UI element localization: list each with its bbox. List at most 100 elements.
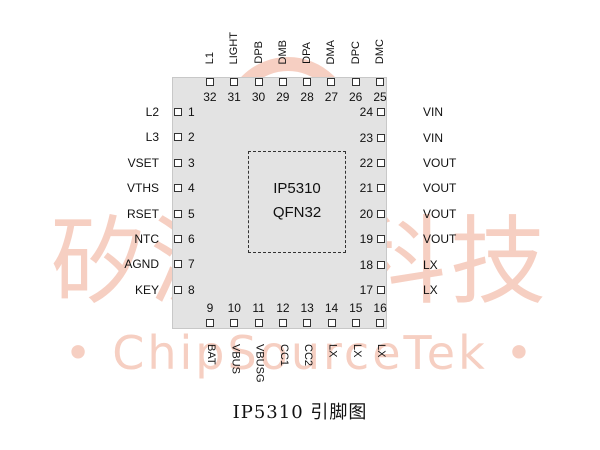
pin-number-22: 22	[359, 156, 373, 170]
pin-pad-14	[327, 319, 336, 327]
pin-pad-23	[377, 133, 385, 142]
pin-label-3: VSET	[127, 155, 159, 170]
chip-package: QFN32	[272, 204, 322, 221]
pin-pad-29	[278, 78, 287, 86]
pin-number-2: 2	[188, 130, 195, 145]
pin-label-25: DMC	[374, 38, 386, 64]
pin-number-31: 31	[227, 90, 241, 104]
pin-pad-2	[174, 133, 182, 142]
pin-label-27: DMA	[325, 39, 338, 64]
pin-number-14: 14	[324, 301, 339, 315]
pin-label-30: DPB	[252, 41, 265, 64]
pin-label-19: VOUT	[423, 232, 457, 247]
pin-number-12: 12	[276, 301, 290, 315]
pin-number-27: 27	[324, 90, 339, 104]
pin-pad-30	[254, 78, 263, 86]
pin-pad-18	[377, 260, 385, 269]
pin-pad-13	[303, 319, 312, 327]
pin-pad-26	[351, 78, 360, 86]
pin-label-8: KEY	[134, 282, 159, 297]
pin-number-19: 19	[359, 232, 373, 247]
pin-pad-17	[377, 286, 385, 294]
pin-label-23: VIN	[423, 130, 444, 145]
pin-pad-11	[254, 319, 263, 327]
pin-label-29: DMB	[276, 39, 289, 64]
pin-pad-31	[230, 78, 239, 86]
pin-number-1: 1	[188, 105, 195, 119]
pin-pad-28	[303, 78, 312, 86]
pin-pad-22	[377, 159, 385, 167]
pin-pad-25	[376, 78, 384, 86]
pin-number-18: 18	[359, 257, 373, 272]
pin-pad-10	[230, 319, 239, 327]
pin-number-26: 26	[349, 90, 363, 104]
pin-pad-21	[377, 184, 385, 193]
pin-pad-15	[351, 319, 360, 327]
chip-body	[172, 77, 387, 329]
pin-label-2: L3	[145, 130, 159, 145]
die-outline	[248, 151, 346, 253]
pin-label-16: LX	[375, 344, 388, 358]
pin-label-7: AGND	[124, 257, 159, 272]
pin-pad-5	[174, 209, 182, 218]
pin-pad-20	[377, 209, 385, 218]
pin-number-24: 24	[359, 105, 373, 120]
pin-label-10: VBUS	[229, 344, 242, 374]
pin-pad-6	[174, 235, 182, 243]
pin-pad-4	[174, 184, 182, 193]
pin-pad-3	[174, 158, 182, 167]
pin-number-4: 4	[188, 181, 195, 196]
pin-number-16: 16	[373, 301, 387, 315]
pin-label-1: L2	[145, 105, 159, 119]
pin-number-20: 20	[359, 206, 373, 221]
pin-label-17: LX	[423, 283, 438, 297]
pin-pad-12	[278, 319, 287, 327]
pin-label-14: LX	[326, 344, 339, 358]
diagram-caption: IP5310 引脚图	[232, 402, 368, 423]
pin-number-28: 28	[300, 90, 314, 104]
pin-pad-19	[377, 235, 385, 244]
pin-number-15: 15	[349, 301, 363, 315]
pin-number-21: 21	[359, 181, 373, 196]
pin-label-13: CC2	[302, 344, 315, 367]
pin-label-31: LIGHT	[228, 31, 241, 64]
pin-number-3: 3	[188, 155, 195, 170]
pin-number-5: 5	[188, 206, 195, 221]
pin-number-32: 32	[203, 90, 217, 104]
pin-number-30: 30	[251, 90, 266, 104]
pin-label-5: RSET	[126, 206, 159, 221]
pin-label-24: VIN	[423, 105, 444, 120]
pin-number-29: 29	[276, 90, 290, 104]
pin-number-23: 23	[359, 130, 373, 145]
pin-pad-32	[205, 78, 214, 86]
watermark-latin: • ChipSourceTek •	[64, 326, 536, 380]
pin-number-10: 10	[227, 301, 241, 315]
pin-label-18: LX	[423, 257, 438, 272]
pin-label-4: VTHS	[126, 181, 159, 196]
pin-label-21: VOUT	[423, 181, 457, 196]
pin-pad-8	[174, 285, 182, 294]
pin-number-7: 7	[188, 257, 195, 272]
pin-label-15: LX	[350, 344, 363, 358]
chip-name: IP5310	[273, 180, 321, 197]
pin-label-11: VBUSG	[253, 344, 266, 383]
pin-pad-24	[377, 108, 385, 117]
pin-label-9: BAT	[205, 344, 217, 365]
pin-label-6: NTC	[134, 232, 159, 246]
pin-number-6: 6	[188, 232, 195, 246]
pin-pad-7	[174, 260, 182, 269]
pin-number-8: 8	[188, 282, 195, 297]
pin-label-32: L1	[203, 51, 216, 64]
pin-number-25: 25	[373, 90, 387, 104]
pin-label-12: CC1	[277, 344, 290, 367]
pin-pad-16	[376, 319, 385, 327]
pin-pad-1	[174, 108, 182, 116]
pin-label-28: DPA	[301, 42, 314, 64]
pin-label-20: VOUT	[423, 206, 457, 221]
pin-label-26: DPC	[349, 40, 362, 64]
pin-number-13: 13	[300, 301, 314, 315]
pin-pad-27	[327, 78, 336, 86]
pin-label-22: VOUT	[423, 156, 457, 170]
pin-number-9: 9	[206, 301, 214, 315]
